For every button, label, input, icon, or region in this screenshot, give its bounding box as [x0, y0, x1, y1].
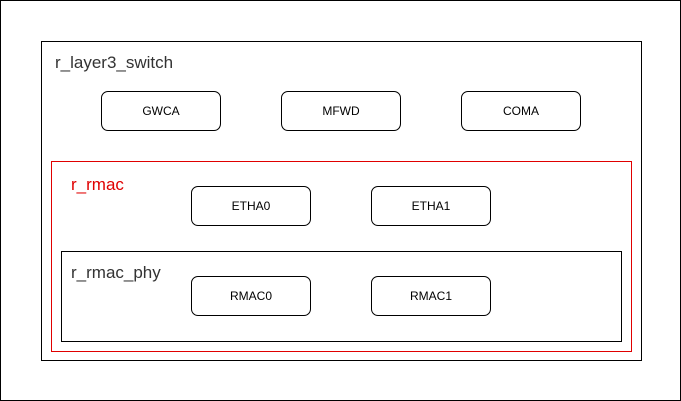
rmac0-node: RMAC0 — [191, 276, 311, 316]
rmac-container — [51, 161, 632, 352]
layer3-switch-label: r_layer3_switch — [55, 53, 174, 72]
rmac-phy-label: r_rmac_phy — [71, 263, 161, 282]
rmac1-node: RMAC1 — [371, 276, 491, 316]
gwca-node: GWCA — [101, 91, 221, 131]
rmac-phy-container — [61, 251, 622, 342]
etha1-node: ETHA1 — [371, 186, 491, 226]
coma-node: COMA — [461, 91, 581, 131]
mfwd-node: MFWD — [281, 91, 401, 131]
etha0-node: ETHA0 — [191, 186, 311, 226]
layer3-switch-container — [41, 41, 642, 361]
rmac-label: r_rmac — [71, 175, 124, 194]
